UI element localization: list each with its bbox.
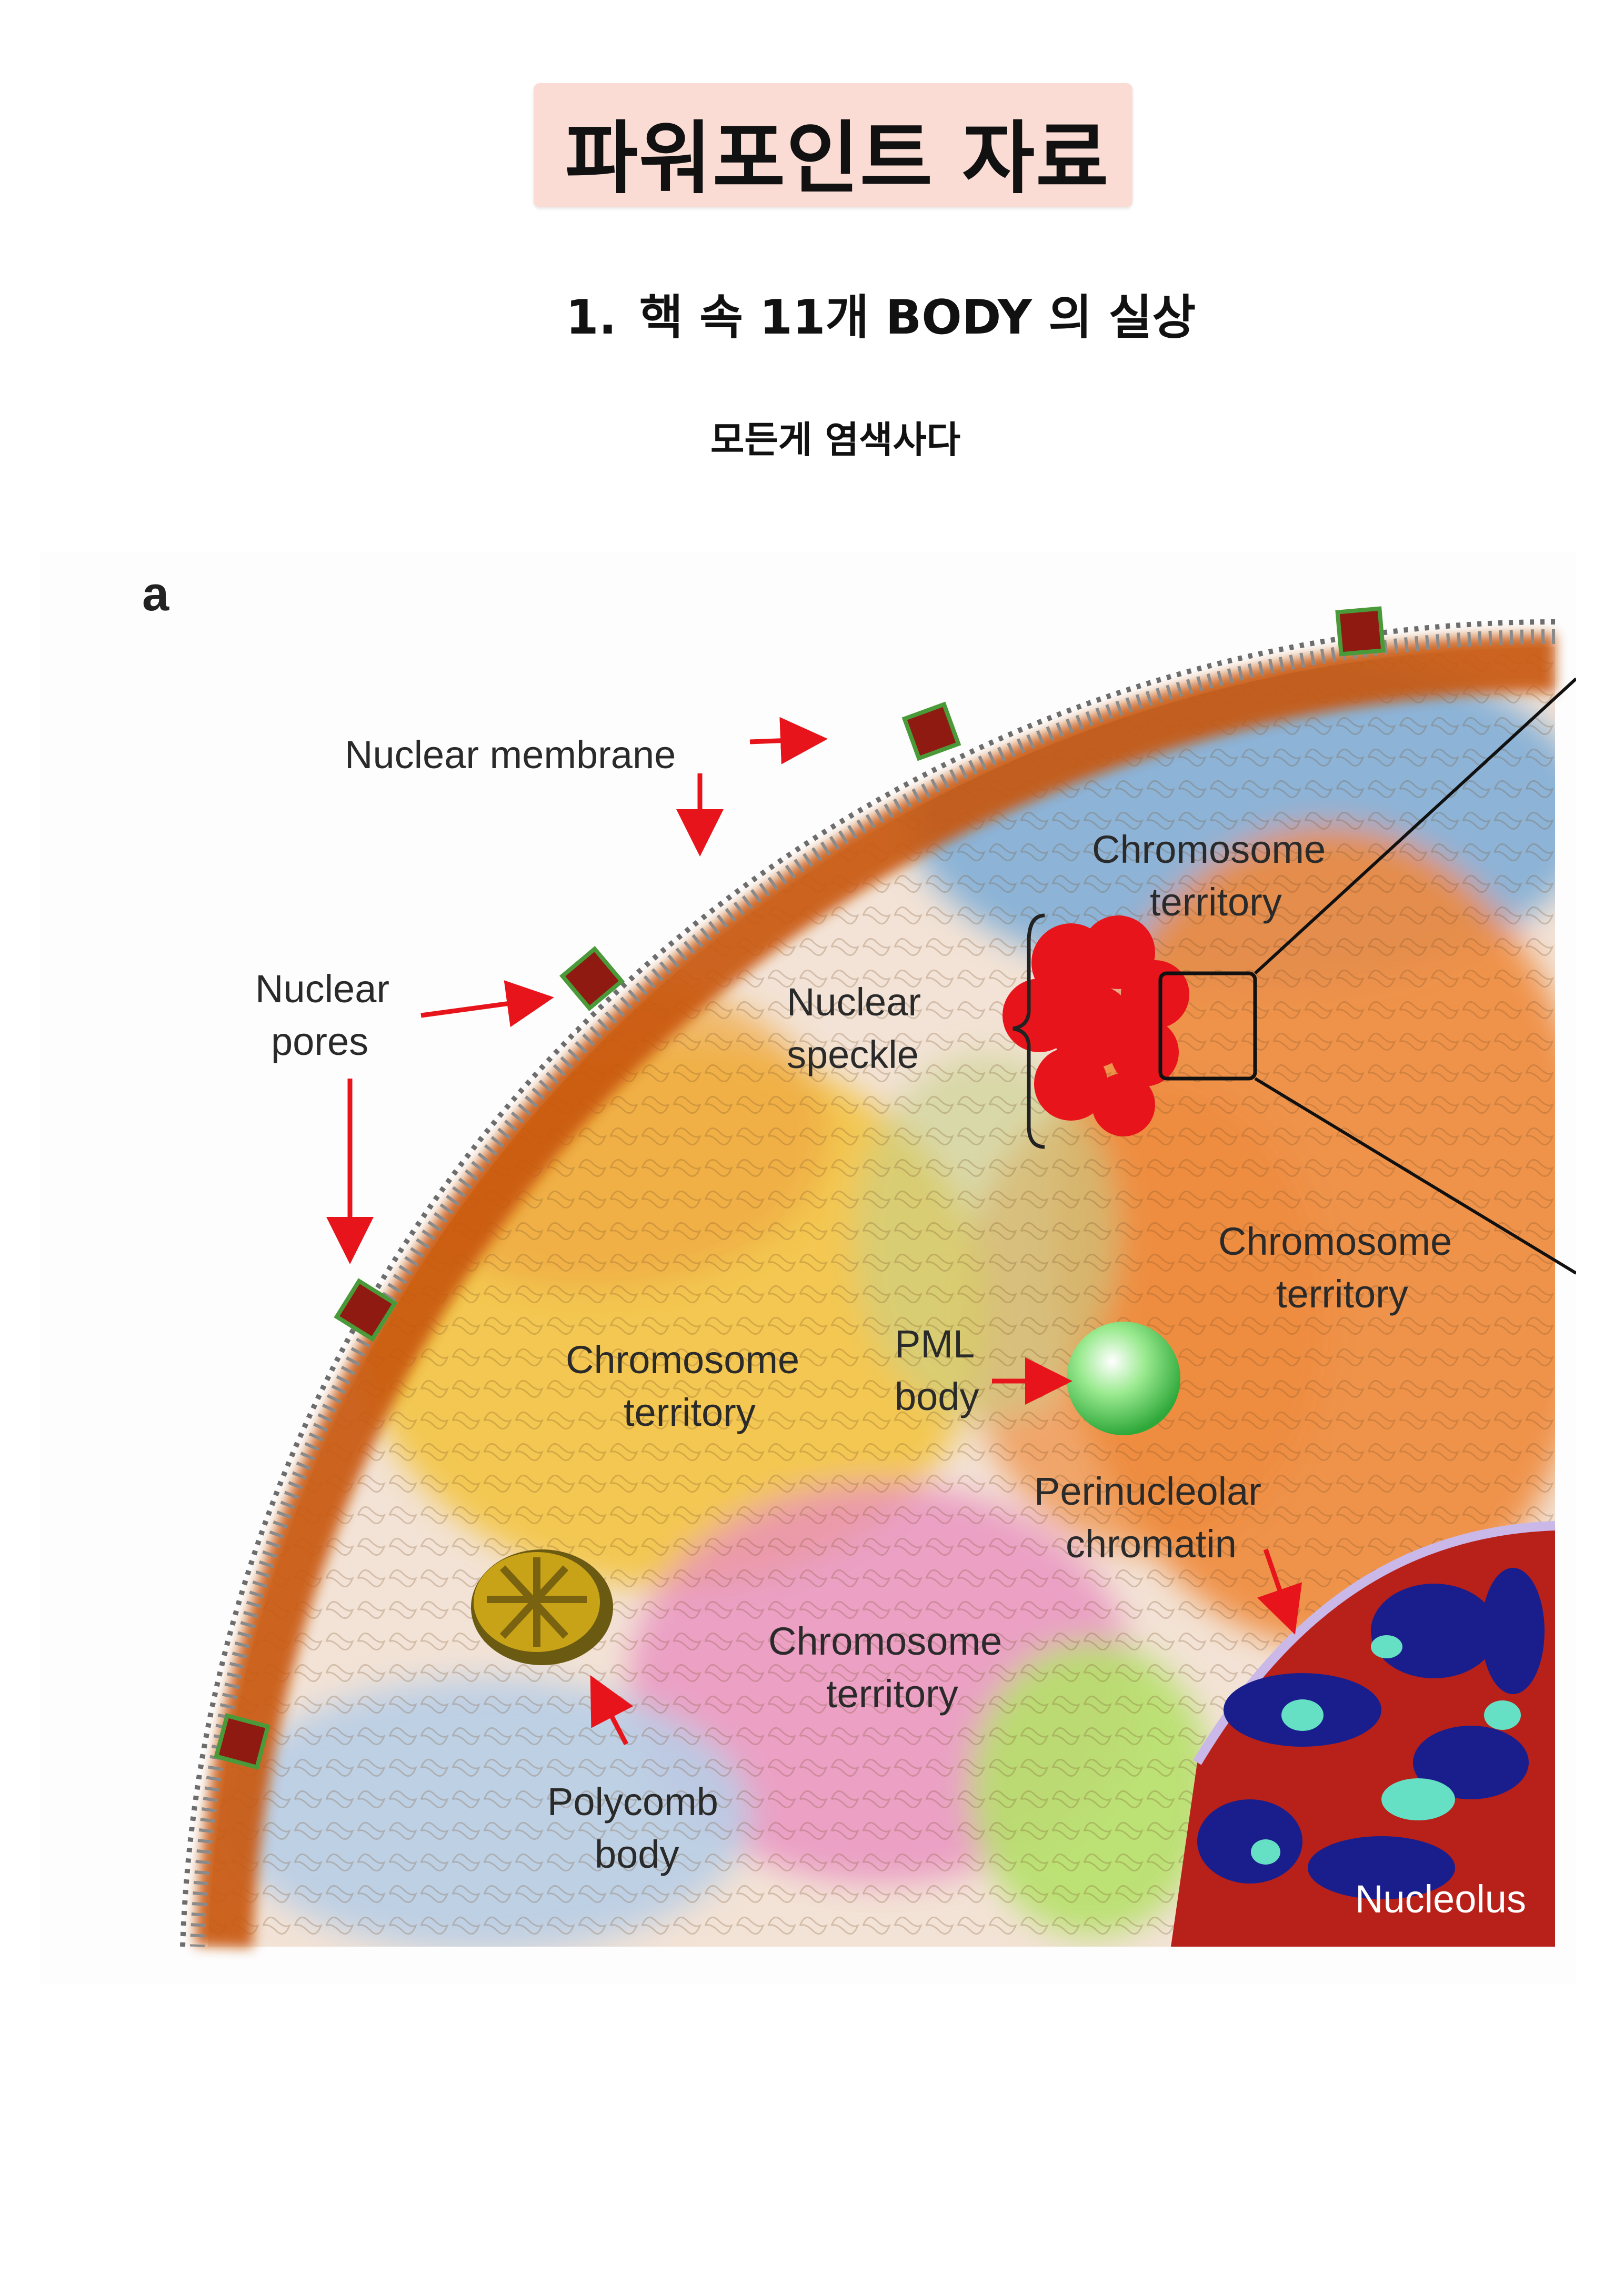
- label-polycomb-1: Polycomb: [547, 1780, 718, 1824]
- figure-labels: Nuclear membrane Nuclear pores Chromosom…: [255, 733, 1452, 1876]
- label-nuclear-speckle-2: speckle: [787, 1033, 919, 1076]
- zoom-line-bottom: [1254, 1077, 1576, 1275]
- nucleus-figure: a: [39, 552, 1576, 1983]
- label-chromosome-left: Chromosome: [566, 1338, 799, 1382]
- membrane-outer-beads: [180, 619, 1556, 1947]
- membrane-band: [195, 634, 1556, 1948]
- section-heading: 1. 핵 속 11개 BODY 의 실상: [566, 279, 1196, 347]
- zoom-line-top: [1254, 677, 1576, 975]
- heading-text: 핵 속 11개 BODY 의 실상: [639, 290, 1196, 345]
- title-banner: 파워포인트 자료: [534, 83, 1132, 207]
- label-chromosome-bottom: Chromosome: [768, 1619, 1002, 1663]
- subtext: 모든게 염색사다: [710, 418, 961, 461]
- label-territory-right: territory: [1276, 1272, 1408, 1316]
- zoom-box: [1158, 971, 1257, 1081]
- nucleus-diagram: a: [142, 567, 1576, 1948]
- label-chromosome-right: Chromosome: [1218, 1220, 1452, 1263]
- panel-label: a: [142, 567, 169, 621]
- label-polycomb-2: body: [595, 1832, 679, 1876]
- polycomb-body: [471, 1549, 613, 1665]
- label-pml-1: PML: [895, 1322, 975, 1366]
- label-nucleolus: Nucleolus: [1355, 1877, 1526, 1921]
- label-territory-top: territory: [1150, 880, 1282, 924]
- nuclear-pores: [214, 606, 1386, 1770]
- label-nuclear-speckle-1: Nuclear: [787, 980, 921, 1024]
- label-nuclear-membrane: Nuclear membrane: [345, 733, 676, 777]
- pml-body: [1067, 1322, 1180, 1435]
- page-title: 파워포인트 자료: [565, 113, 1110, 205]
- arrows: [326, 717, 1302, 1746]
- label-perinucleolar-2: chromatin: [1066, 1522, 1237, 1566]
- label-pml-2: body: [895, 1375, 979, 1418]
- label-territory-left: territory: [624, 1391, 756, 1434]
- heading-number: 1.: [566, 290, 617, 345]
- label-perinucleolar-1: Perinucleolar: [1034, 1469, 1261, 1513]
- nucleolus: Nucleolus: [1171, 1521, 1556, 1947]
- label-territory-bottom: territory: [826, 1672, 958, 1716]
- nuclear-membrane: [190, 629, 1556, 1947]
- label-nuclear-pores-2: pores: [271, 1020, 368, 1063]
- label-chromosome-top: Chromosome: [1092, 828, 1326, 871]
- speckle-bracket: [1013, 913, 1045, 1149]
- label-nuclear-pores-1: Nuclear: [255, 967, 389, 1011]
